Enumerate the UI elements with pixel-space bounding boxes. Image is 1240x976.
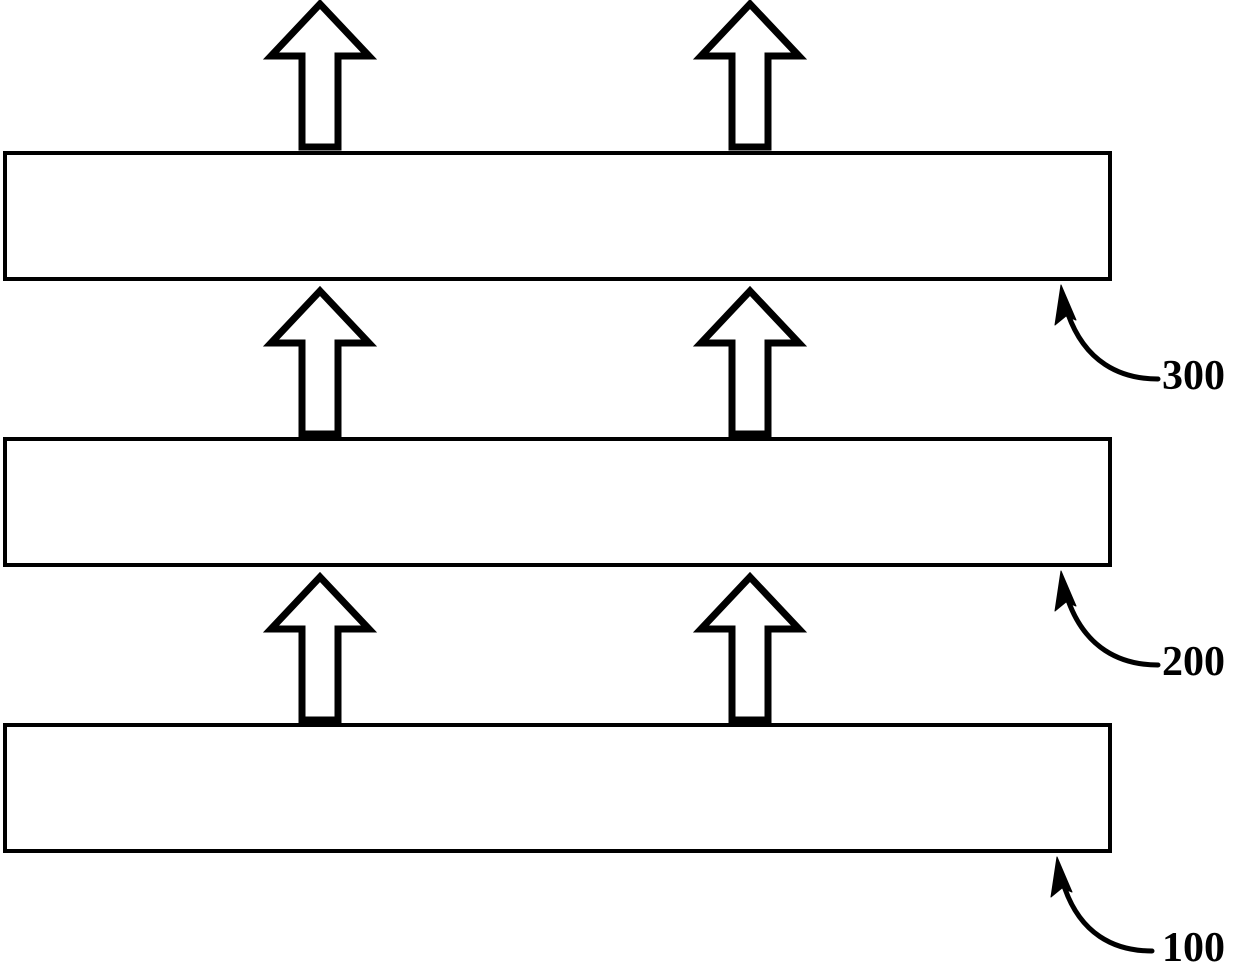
leader-arrowhead-icon xyxy=(1050,856,1073,898)
leader-arrowhead-icon xyxy=(1054,570,1077,612)
leader-curve xyxy=(1065,597,1161,668)
leader-curve xyxy=(1065,311,1161,382)
up-arrow-icon xyxy=(692,285,808,438)
callout-leader-200 xyxy=(1054,570,1161,668)
leader-curve xyxy=(1061,883,1155,954)
up-arrow-icon xyxy=(262,0,378,151)
layer-rect-bottom[interactable] xyxy=(3,723,1112,853)
layer-rect-middle[interactable] xyxy=(3,437,1112,567)
leader-arrowhead-icon xyxy=(1054,284,1077,326)
arrow-row-top xyxy=(262,0,808,151)
up-arrow-icon xyxy=(692,571,808,724)
up-arrow-icon xyxy=(262,571,378,724)
reference-label-200: 200 xyxy=(1162,639,1225,685)
callout-leader-100 xyxy=(1050,856,1155,954)
callout-leader-300 xyxy=(1054,284,1161,382)
arrow-row-bottom xyxy=(262,571,808,724)
up-arrow-icon xyxy=(262,285,378,438)
layer-group xyxy=(3,151,1112,853)
reference-label-100: 100 xyxy=(1162,925,1225,971)
layer-rect-top[interactable] xyxy=(3,151,1112,281)
up-arrow-icon xyxy=(692,0,808,151)
reference-label-300: 300 xyxy=(1162,353,1225,399)
arrow-row-middle xyxy=(262,285,808,438)
